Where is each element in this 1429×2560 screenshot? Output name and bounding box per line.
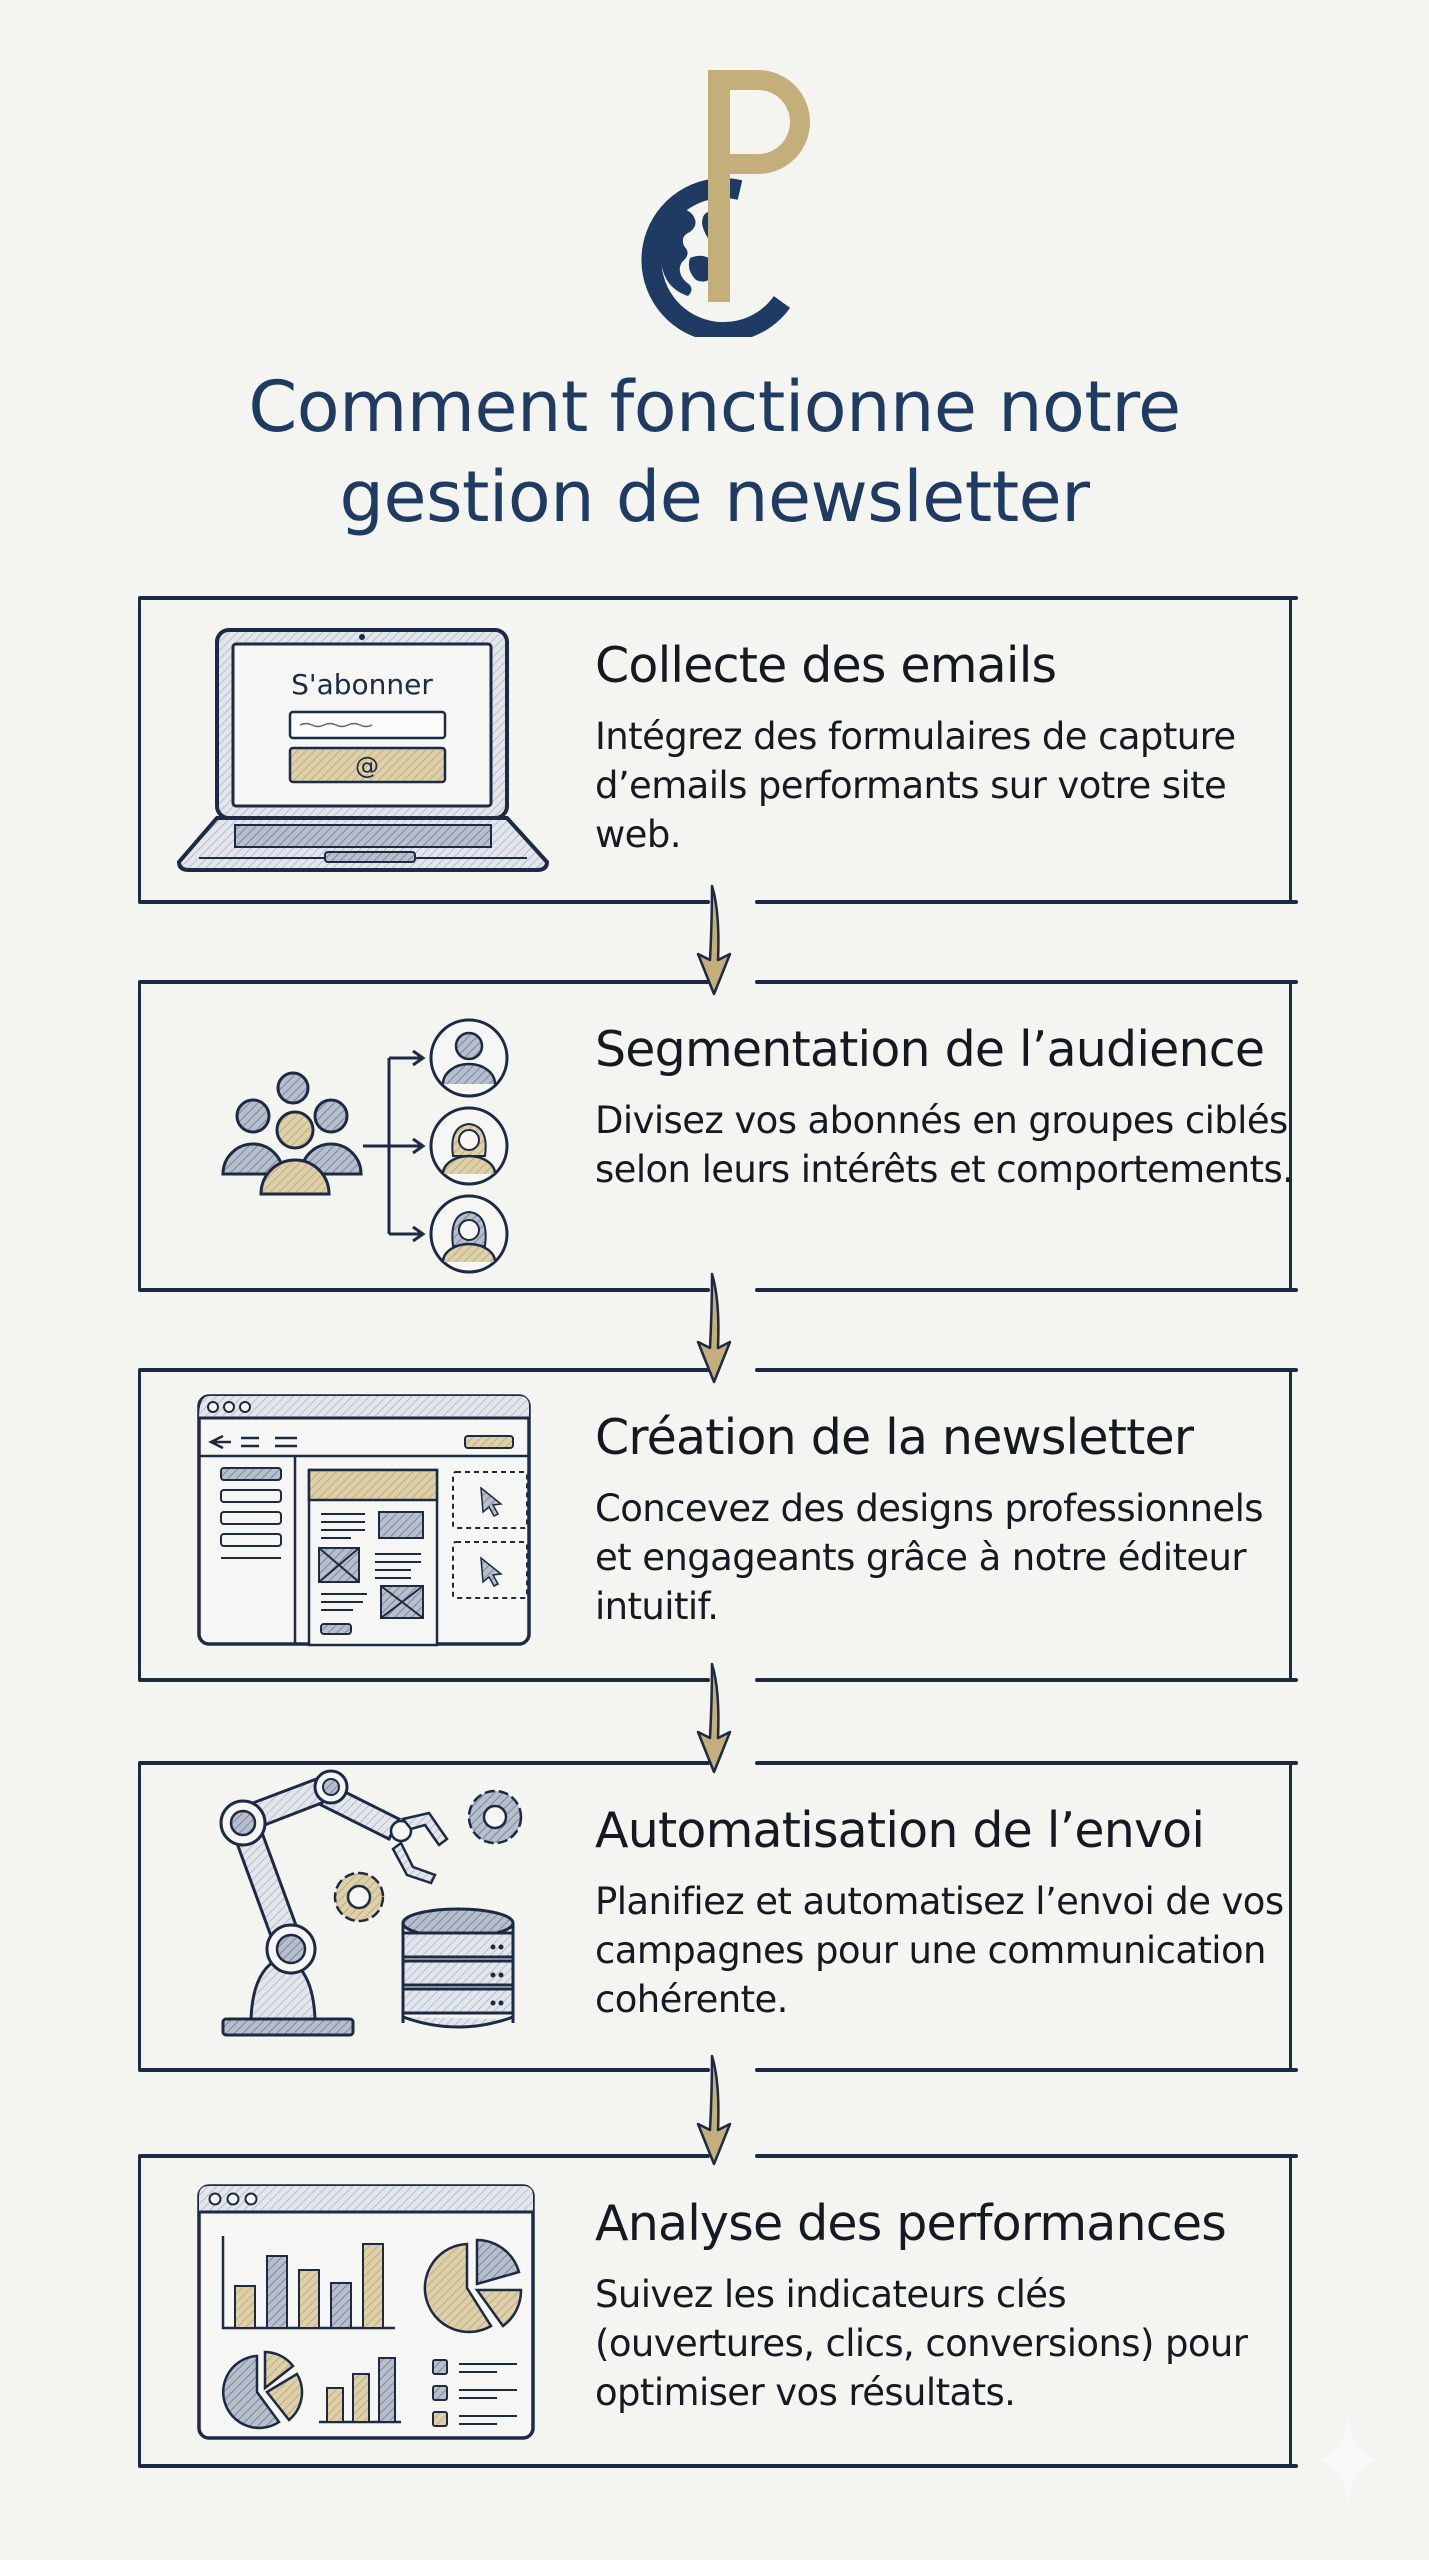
step-text: Analyse des performances Suivez les indi…: [595, 2192, 1295, 2417]
arrow-down-icon: [686, 1270, 742, 1390]
step-text: Automatisation de l’envoi Planifiez et a…: [595, 1799, 1295, 2024]
step-heading: Analyse des performances: [595, 2195, 1227, 2252]
step-text: Création de la newsletter Concevez des d…: [595, 1406, 1295, 1631]
divider: [755, 980, 1298, 984]
divider: [138, 1368, 710, 1372]
sparkle-icon: [1318, 2415, 1378, 2505]
step-segmentation-audience: Segmentation de l’audience Divisez vos a…: [138, 980, 1298, 1292]
step-description: Suivez les indicateurs clés (ouvertures,…: [595, 2273, 1248, 2414]
svg-text:S'abonner: S'abonner: [291, 668, 433, 701]
laptop-subscribe-form-icon: S'abonner @: [175, 618, 550, 888]
svg-text:@: @: [355, 752, 379, 780]
divider: [138, 2068, 710, 2072]
analytics-dashboard-icon: [195, 2182, 535, 2442]
divider: [755, 1368, 1298, 1372]
step-description: Planifiez et automatisez l’envoi de vos …: [595, 1880, 1284, 2021]
divider: [755, 1761, 1298, 1765]
divider: [138, 2464, 1298, 2468]
step-creation-newsletter: Création de la newsletter Concevez des d…: [138, 1368, 1298, 1682]
divider: [755, 1678, 1298, 1682]
newsletter-editor-icon: [195, 1392, 535, 1652]
company-logo: [612, 62, 822, 343]
step-heading: Segmentation de l’audience: [595, 1021, 1265, 1078]
page-title: Comment fonctionne notre gestion de news…: [0, 362, 1429, 542]
divider: [138, 1288, 710, 1292]
step-description: Divisez vos abonnés en groupes ciblés se…: [595, 1099, 1294, 1191]
divider: [138, 596, 1298, 600]
divider: [138, 1678, 710, 1682]
arrow-down-icon: [686, 882, 742, 1002]
step-text: Segmentation de l’audience Divisez vos a…: [595, 1018, 1295, 1194]
divider: [138, 900, 710, 904]
divider: [755, 900, 1298, 904]
step-description: Intégrez des formulaires de capture d’em…: [595, 715, 1236, 856]
step-analyse-performances: Analyse des performances Suivez les indi…: [138, 2154, 1298, 2468]
arrow-down-icon: [686, 1660, 742, 1780]
step-heading: Création de la newsletter: [595, 1409, 1194, 1466]
step-heading: Automatisation de l’envoi: [595, 1802, 1205, 1859]
divider: [755, 2154, 1298, 2158]
audience-segmentation-icon: [203, 996, 523, 1276]
divider: [755, 1288, 1298, 1292]
robot-arm-automation-icon: [203, 1767, 533, 2057]
step-description: Concevez des designs professionnels et e…: [595, 1487, 1264, 1628]
divider: [138, 980, 710, 984]
step-heading: Collecte des emails: [595, 637, 1057, 694]
divider: [755, 2068, 1298, 2072]
step-automatisation-envoi: Automatisation de l’envoi Planifiez et a…: [138, 1761, 1298, 2072]
page-title-line-2: gestion de newsletter: [339, 456, 1090, 538]
divider: [138, 2154, 710, 2158]
divider: [138, 1761, 710, 1765]
step-text: Collecte des emails Intégrez des formula…: [595, 634, 1295, 859]
page-title-line-1: Comment fonctionne notre: [248, 366, 1181, 448]
step-collecte-emails: S'abonner @ Collecte des emails Intégrez…: [138, 596, 1298, 904]
arrow-down-icon: [686, 2052, 742, 2172]
